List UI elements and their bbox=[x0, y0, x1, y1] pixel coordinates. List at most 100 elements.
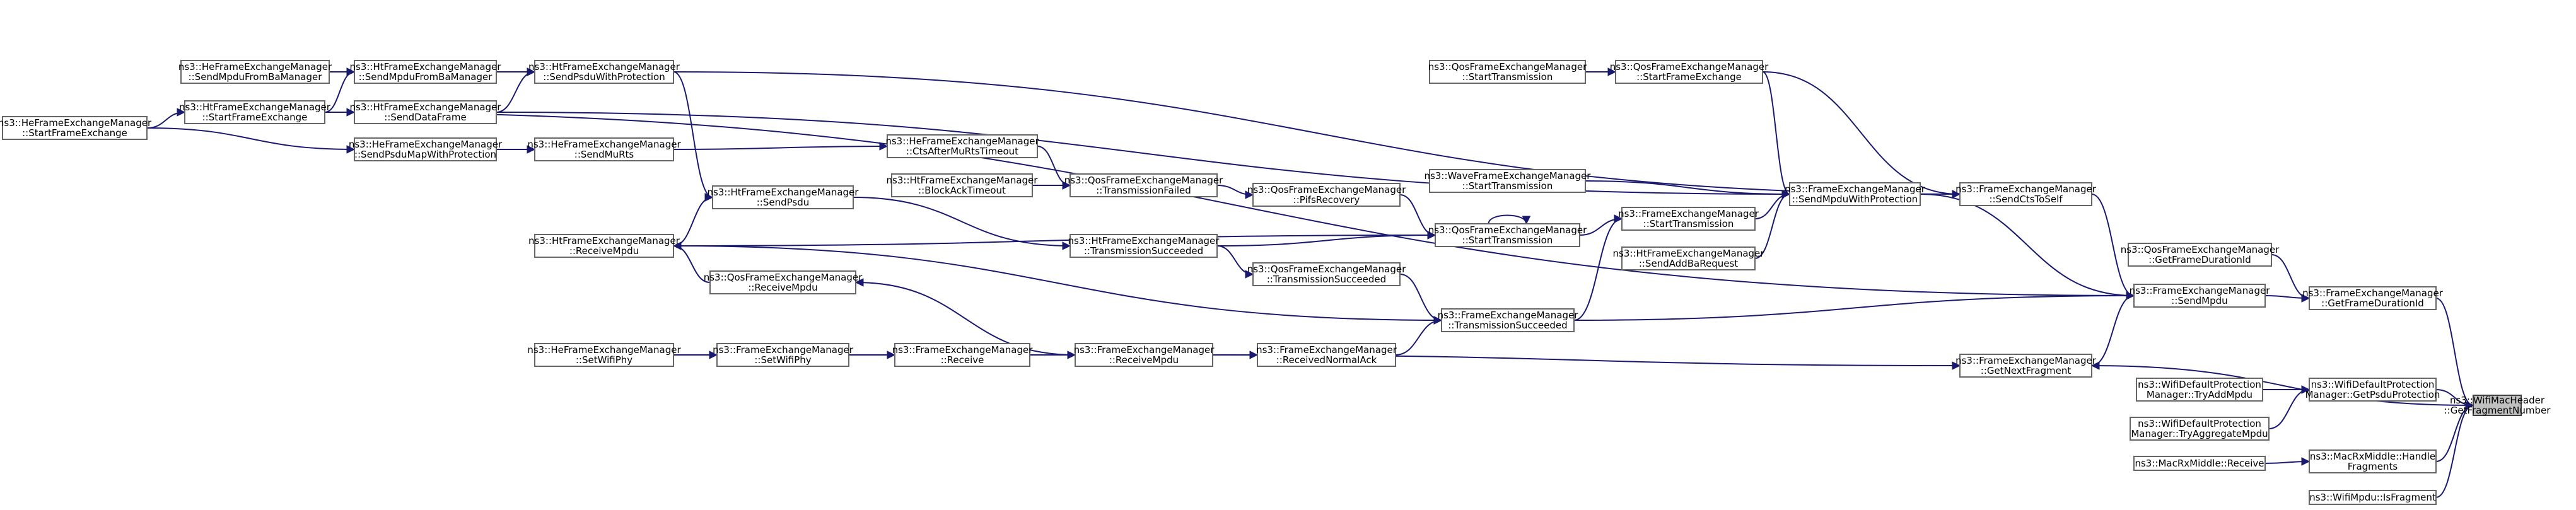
edge-line bbox=[2435, 405, 2474, 498]
graph-node-wdp_tam[interactable]: ns3::WifiDefaultProtectionManager::TryAd… bbox=[2136, 378, 2263, 402]
node-box[interactable] bbox=[354, 137, 497, 161]
graph-node-qos_rm[interactable]: ns3::QosFrameExchangeManager::ReceiveMpd… bbox=[704, 270, 863, 294]
graph-node-qos_st2[interactable]: ns3::QosFrameExchangeManager::StartTrans… bbox=[1428, 60, 1587, 84]
graph-node-ht_bat[interactable]: ns3::HtFrameExchangeManager::BlockAckTim… bbox=[887, 173, 1039, 197]
node-box[interactable] bbox=[1429, 169, 1586, 193]
graph-node-fem_swp[interactable]: ns3::FrameExchangeManager::SetWifiPhy bbox=[713, 343, 854, 367]
graph-node-qos_tf[interactable]: ns3::QosFrameExchangeManager::Transmissi… bbox=[1064, 173, 1223, 197]
node-box[interactable] bbox=[1069, 173, 1218, 197]
node-label: ns3::FrameExchangeManager bbox=[1438, 310, 1579, 321]
node-box[interactable] bbox=[354, 100, 497, 124]
node-box[interactable] bbox=[1075, 343, 1213, 367]
node-label: ::SendMuRts bbox=[574, 149, 634, 160]
graph-node-ht_ts[interactable]: ns3::HtFrameExchangeManager::Transmissio… bbox=[1068, 234, 1220, 258]
graph-node-fem_rmpdu[interactable]: ns3::FrameExchangeManager::ReceiveMpdu bbox=[1074, 343, 1215, 367]
graph-node-he_sfe[interactable]: ns3::HeFrameExchangeManager::StartFrameE… bbox=[0, 116, 152, 140]
node-box[interactable] bbox=[534, 343, 674, 367]
node-box[interactable] bbox=[2130, 417, 2270, 441]
node-box[interactable] bbox=[2133, 284, 2266, 308]
graph-node-ht_sdf[interactable]: ns3::HtFrameExchangeManager::SendDataFra… bbox=[350, 100, 502, 124]
node-label: ::ReceiveMpdu bbox=[748, 282, 817, 293]
graph-node-fem_recv[interactable]: ns3::FrameExchangeManager::Receive bbox=[892, 343, 1034, 367]
graph-node-fem_ts[interactable]: ns3::FrameExchangeManager::TransmissionS… bbox=[1438, 308, 1579, 332]
graph-node-wmpdu[interactable]: ns3::WifiMpdu::IsFragment bbox=[2309, 490, 2437, 505]
node-box[interactable] bbox=[354, 60, 497, 84]
graph-node-qos_sfe[interactable]: ns3::QosFrameExchangeManager::StartFrame… bbox=[1610, 60, 1769, 84]
edge-line bbox=[324, 112, 2135, 296]
graph-node-ht_smfb[interactable]: ns3::HtFrameExchangeManager::SendMpduFro… bbox=[350, 60, 502, 84]
graph-node-he_smurts[interactable]: ns3::HeFrameExchangeManager::SendMuRts bbox=[527, 137, 681, 161]
node-box[interactable] bbox=[534, 137, 674, 161]
node-box[interactable] bbox=[2136, 378, 2263, 402]
graph-node-qos_st[interactable]: ns3::QosFrameExchangeManager::StartTrans… bbox=[1428, 223, 1587, 247]
graph-node-fem_st[interactable]: ns3::FrameExchangeManager::StartTransmis… bbox=[1618, 207, 1759, 231]
graph-node-wdp_gpp[interactable]: ns3::WifiDefaultProtectionManager::GetPs… bbox=[2305, 378, 2440, 402]
node-box[interactable] bbox=[1959, 182, 2092, 206]
edge-arrowhead bbox=[1433, 316, 1443, 325]
node-box[interactable] bbox=[534, 60, 674, 84]
node-box[interactable] bbox=[1252, 262, 1401, 286]
node-box[interactable] bbox=[1615, 60, 1763, 84]
node-box[interactable] bbox=[2309, 449, 2437, 473]
graph-node-fem_sendmpdu[interactable]: ns3::FrameExchangeManager::SendMpdu bbox=[2130, 284, 2271, 308]
node-box[interactable] bbox=[887, 134, 1038, 158]
graph-node-target[interactable]: ns3::WifiMacHeader::GetFragmentNumber bbox=[2444, 395, 2551, 416]
graph-node-qos_ifs[interactable]: ns3::QosFrameExchangeManager::PifsRecove… bbox=[1247, 183, 1406, 207]
edge-arrowhead bbox=[709, 351, 718, 359]
graph-node-fem_cts[interactable]: ns3::FrameExchangeManager::SendCtsToSelf bbox=[1955, 182, 2097, 206]
graph-node-mrx_rx[interactable]: ns3::MacRxMiddle::Receive bbox=[2133, 456, 2266, 471]
edge-arrowhead bbox=[346, 108, 356, 117]
graph-node-ht_sp[interactable]: ns3::HtFrameExchangeManager::SendPsdu bbox=[708, 185, 860, 209]
graph-node-ht_spwp[interactable]: ns3::HtFrameExchangeManager::SendPsduWit… bbox=[528, 60, 680, 84]
graph-node-qfm_gfd[interactable]: ns3::QosFrameExchangeManager::GetFrameDu… bbox=[2121, 243, 2280, 267]
graph-node-wdp_tagg[interactable]: ns3::WifiDefaultProtectionManager::TryAg… bbox=[2130, 417, 2270, 441]
node-label: ns3::HeFrameExchangeManager bbox=[0, 117, 152, 129]
node-box[interactable] bbox=[1959, 354, 2092, 378]
graph-node-qos_ts[interactable]: ns3::QosFrameExchangeManager::Transmissi… bbox=[1247, 262, 1406, 286]
node-box[interactable] bbox=[1429, 60, 1586, 84]
node-label: Manager::TryAddMpdu bbox=[2147, 389, 2253, 400]
node-box[interactable] bbox=[1621, 207, 1756, 231]
edge-fem_ts-to-fem_sendmpdu bbox=[1573, 291, 2135, 321]
node-box[interactable] bbox=[2309, 378, 2437, 402]
node-label: ::StartFrameExchange bbox=[202, 112, 308, 123]
node-box[interactable] bbox=[1789, 182, 1921, 206]
node-label: ::Receive bbox=[941, 354, 984, 366]
node-box[interactable] bbox=[1621, 246, 1756, 270]
graph-node-he_swp[interactable]: ns3::HeFrameExchangeManager::SetWifiPhy bbox=[527, 343, 681, 367]
graph-node-gnf[interactable]: ns3::FrameExchangeManager::GetNextFragme… bbox=[1955, 354, 2097, 378]
edge-ht_ts-to-qos_ts bbox=[1216, 245, 1254, 279]
node-box[interactable] bbox=[1252, 183, 1401, 207]
node-box[interactable] bbox=[534, 234, 674, 258]
node-box[interactable] bbox=[180, 60, 330, 84]
graph-node-he_cts[interactable]: ns3::HeFrameExchangeManager::CtsAfterMuR… bbox=[885, 134, 1039, 158]
node-box[interactable] bbox=[894, 343, 1030, 367]
node-box[interactable] bbox=[2133, 456, 2266, 471]
node-label: ::CtsAfterMuRtsTimeout bbox=[906, 146, 1018, 157]
node-box[interactable] bbox=[2128, 243, 2272, 267]
graph-node-fem_rna[interactable]: ns3::FrameExchangeManager::ReceivedNorma… bbox=[1256, 343, 1397, 367]
graph-node-ht_sfe[interactable]: ns3::HtFrameExchangeManager::StartFrameE… bbox=[179, 100, 331, 124]
node-box[interactable] bbox=[712, 185, 854, 209]
graph-node-fem_smwp[interactable]: ns3::FrameExchangeManager::SendMpduWithP… bbox=[1785, 182, 1926, 206]
node-box[interactable] bbox=[709, 270, 856, 294]
node-box[interactable] bbox=[2473, 395, 2522, 416]
graph-node-he_smfb[interactable]: ns3::HeFrameExchangeManager::SendMpduFro… bbox=[178, 60, 332, 84]
graph-node-ht_saba[interactable]: ns3::HtFrameExchangeManager::SendAddBaRe… bbox=[1613, 246, 1765, 270]
node-box[interactable] bbox=[1435, 223, 1580, 247]
edge-arrowhead bbox=[1062, 181, 1071, 190]
node-box[interactable] bbox=[2309, 490, 2437, 505]
graph-node-gfd[interactable]: ns3::FrameExchangeManager::GetFrameDurat… bbox=[2302, 286, 2444, 310]
node-box[interactable] bbox=[1257, 343, 1396, 367]
node-box[interactable] bbox=[2, 116, 148, 140]
graph-node-wave_st[interactable]: ns3::WaveFrameExchangeManager::StartTran… bbox=[1425, 169, 1592, 193]
node-box[interactable] bbox=[1069, 234, 1218, 258]
graph-node-he_spmwp[interactable]: ns3::HeFrameExchangeManager::SendPsduMap… bbox=[349, 137, 503, 161]
node-box[interactable] bbox=[716, 343, 849, 367]
node-box[interactable] bbox=[1441, 308, 1575, 332]
node-box[interactable] bbox=[184, 100, 325, 124]
node-box[interactable] bbox=[891, 173, 1033, 197]
node-box[interactable] bbox=[2309, 286, 2437, 310]
graph-node-ht_rm[interactable]: ns3::HtFrameExchangeManager::ReceiveMpdu bbox=[528, 234, 680, 258]
